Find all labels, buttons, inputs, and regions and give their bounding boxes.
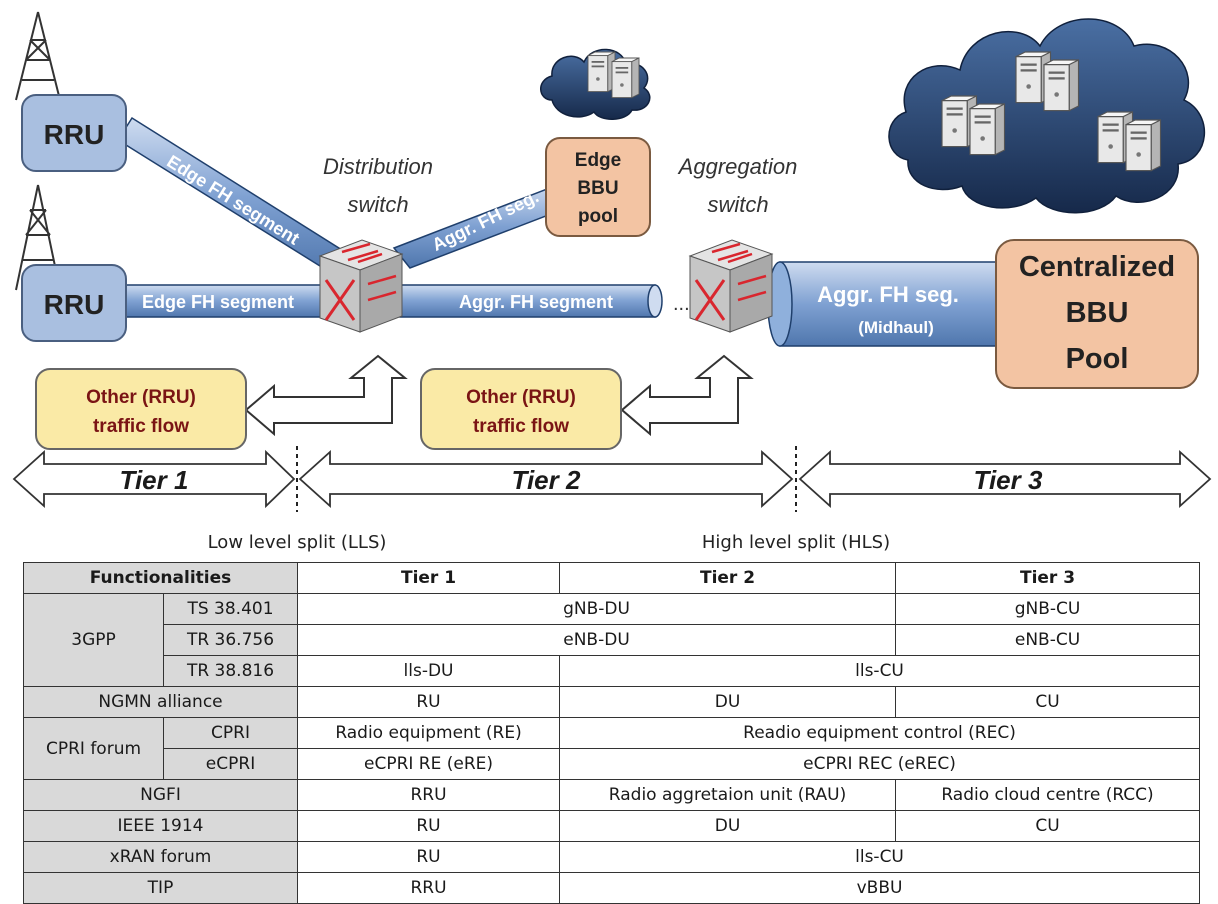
edge-fh-horizontal-cable <box>117 284 331 318</box>
other-flow-2-label-1: Other (RRU) <box>466 387 576 408</box>
tier2-arrow <box>298 449 794 509</box>
row-label: IEEE 1914 <box>22 810 299 842</box>
table-row: NGMN alliance RU DU CU <box>22 686 1201 718</box>
midhaul-main-label: Aggr. FH seg. <box>817 282 959 307</box>
cell-tier3: CU <box>895 810 1201 842</box>
cell-tier1: RRU <box>297 779 561 811</box>
other-flow-2-label-2: traffic flow <box>473 416 569 437</box>
table-row: TR 36.756 eNB-DU eNB-CU <box>24 624 1201 656</box>
cell-tier2: DU <box>559 810 897 842</box>
table-header-row: Functionalities Tier 1 Tier 2 Tier 3 <box>22 562 1201 594</box>
table-row: eCPRI eCPRI RE (eRE) eCPRI REC (eREC) <box>24 748 1201 780</box>
table-row: 3GPP TS 38.401 gNB-DU gNB-CU <box>23 593 1201 687</box>
row-label: NGMN alliance <box>22 686 299 718</box>
cell-tier3: CU <box>895 686 1201 718</box>
central-cloud-icon <box>888 18 1206 214</box>
row-label: NGFI <box>22 779 299 811</box>
distribution-switch-label-1: Distribution <box>323 154 433 179</box>
aggr-fh-horizontal-label: Aggr. FH segment <box>459 292 613 312</box>
table-row: IEEE 1914 RU DU CU <box>22 810 1201 842</box>
traffic-arrow-1 <box>244 354 408 437</box>
midhaul-cable <box>767 261 1001 347</box>
aggregation-switch-label-1: Aggregation <box>677 154 798 179</box>
cell-tier1: Radio equipment (RE) <box>297 717 561 749</box>
row-label: CPRI <box>162 717 299 749</box>
rru-box-bottom: RRU <box>21 264 127 342</box>
lls-label: Low level split (LLS) <box>208 532 387 553</box>
group-cpri: CPRI forum <box>23 717 164 780</box>
other-traffic-flow-box-1: Other (RRU) traffic flow <box>35 368 247 450</box>
edge-bbu-label-3: pool <box>578 206 618 227</box>
other-traffic-flow-box-2: Other (RRU) traffic flow <box>420 368 622 450</box>
distribution-switch-label-2: switch <box>347 192 408 217</box>
cell-tier2: Radio aggretaion unit (RAU) <box>559 779 897 811</box>
rru-box-top: RRU <box>21 94 127 172</box>
cell-tier2-3: vBBU <box>559 872 1201 904</box>
tier1-arrow <box>12 449 296 509</box>
midhaul-sub-label: (Midhaul) <box>858 318 934 337</box>
other-flow-1-label-2: traffic flow <box>93 416 189 437</box>
hls-label: High level split (HLS) <box>702 532 890 553</box>
rru-bottom-label: RRU <box>44 289 105 320</box>
cell-tier3: Radio cloud centre (RCC) <box>895 779 1201 811</box>
header-tier2: Tier 2 <box>559 562 897 594</box>
cell-tier1: RU <box>297 841 561 873</box>
cell-tier3: eNB-CU <box>895 624 1201 656</box>
cell-tier1: lls-DU <box>297 655 561 687</box>
cell-tier1-2: eNB-DU <box>297 624 897 656</box>
row-label: eCPRI <box>162 748 299 780</box>
header-tier3: Tier 3 <box>895 562 1201 594</box>
tier3-label: Tier 3 <box>974 465 1043 495</box>
aggregation-switch-icon <box>688 238 774 334</box>
group-3gpp: 3GPP <box>23 593 164 687</box>
edge-bbu-label-1: Edge <box>575 150 621 171</box>
distribution-switch-icon <box>318 238 404 334</box>
row-label: TS 38.401 <box>162 593 299 625</box>
table-row: CPRI forum CPRI Radio equipment (RE) Rea… <box>23 717 1201 780</box>
cell-tier2-3: lls-CU <box>559 841 1201 873</box>
ellipsis-label: ... <box>673 293 690 315</box>
table-row: NGFI RRU Radio aggretaion unit (RAU) Rad… <box>22 779 1201 811</box>
cell-tier1: RU <box>297 810 561 842</box>
tier1-label: Tier 1 <box>120 465 189 495</box>
row-label: TR 38.816 <box>162 655 299 687</box>
central-bbu-label-1: Centralized <box>1019 251 1175 283</box>
central-bbu-label-3: Pool <box>1066 343 1129 375</box>
edge-bbu-label-2: BBU <box>577 178 618 199</box>
tier3-arrow <box>798 449 1212 509</box>
split-table-wrapper: Functionalities Tier 1 Tier 2 Tier 3 3GP… <box>22 562 1201 904</box>
traffic-arrow-2 <box>620 354 754 437</box>
cell-tier2-3: lls-CU <box>559 655 1201 687</box>
edge-fh-horizontal-label: Edge FH segment <box>142 292 294 312</box>
rru-top-label: RRU <box>44 119 105 150</box>
cell-tier1: RU <box>297 686 561 718</box>
centralized-bbu-pool-box: Centralized BBU Pool <box>995 239 1199 389</box>
edge-fh-diagonal-label: Edge FH segment <box>163 151 303 249</box>
tower-icon <box>15 11 61 291</box>
aggregation-switch-label-2: switch <box>707 192 768 217</box>
table-row: xRAN forum RU lls-CU <box>22 841 1201 873</box>
cell-tier2: DU <box>559 686 897 718</box>
aggr-fh-horizontal-cable <box>399 284 663 318</box>
cell-tier3: gNB-CU <box>895 593 1201 625</box>
table-row: TIP RRU vBBU <box>22 872 1201 904</box>
edge-cloud-icon <box>540 48 651 120</box>
cell-tier2-3: Readio equipment control (REC) <box>559 717 1201 749</box>
header-tier1: Tier 1 <box>297 562 561 594</box>
cell-tier1: RRU <box>297 872 561 904</box>
central-bbu-label-2: BBU <box>1066 297 1129 329</box>
other-flow-1-label-1: Other (RRU) <box>86 387 196 408</box>
row-label: xRAN forum <box>22 841 299 873</box>
row-label: TIP <box>22 872 299 904</box>
tier2-label: Tier 2 <box>512 465 581 495</box>
table-row: TR 38.816 lls-DU lls-CU <box>24 655 1201 687</box>
header-functionalities: Functionalities <box>22 562 299 594</box>
cell-tier1: eCPRI RE (eRE) <box>297 748 561 780</box>
edge-bbu-pool-box: Edge BBU pool <box>545 137 651 237</box>
row-label: TR 36.756 <box>162 624 299 656</box>
functional-split-table: Functionalities Tier 1 Tier 2 Tier 3 3GP… <box>22 562 1201 904</box>
cell-tier2-3: eCPRI REC (eREC) <box>559 748 1201 780</box>
cell-tier1-2: gNB-DU <box>297 593 897 625</box>
network-diagram: Edge FH segment Edge FH segment Aggr. FH… <box>12 11 1212 553</box>
